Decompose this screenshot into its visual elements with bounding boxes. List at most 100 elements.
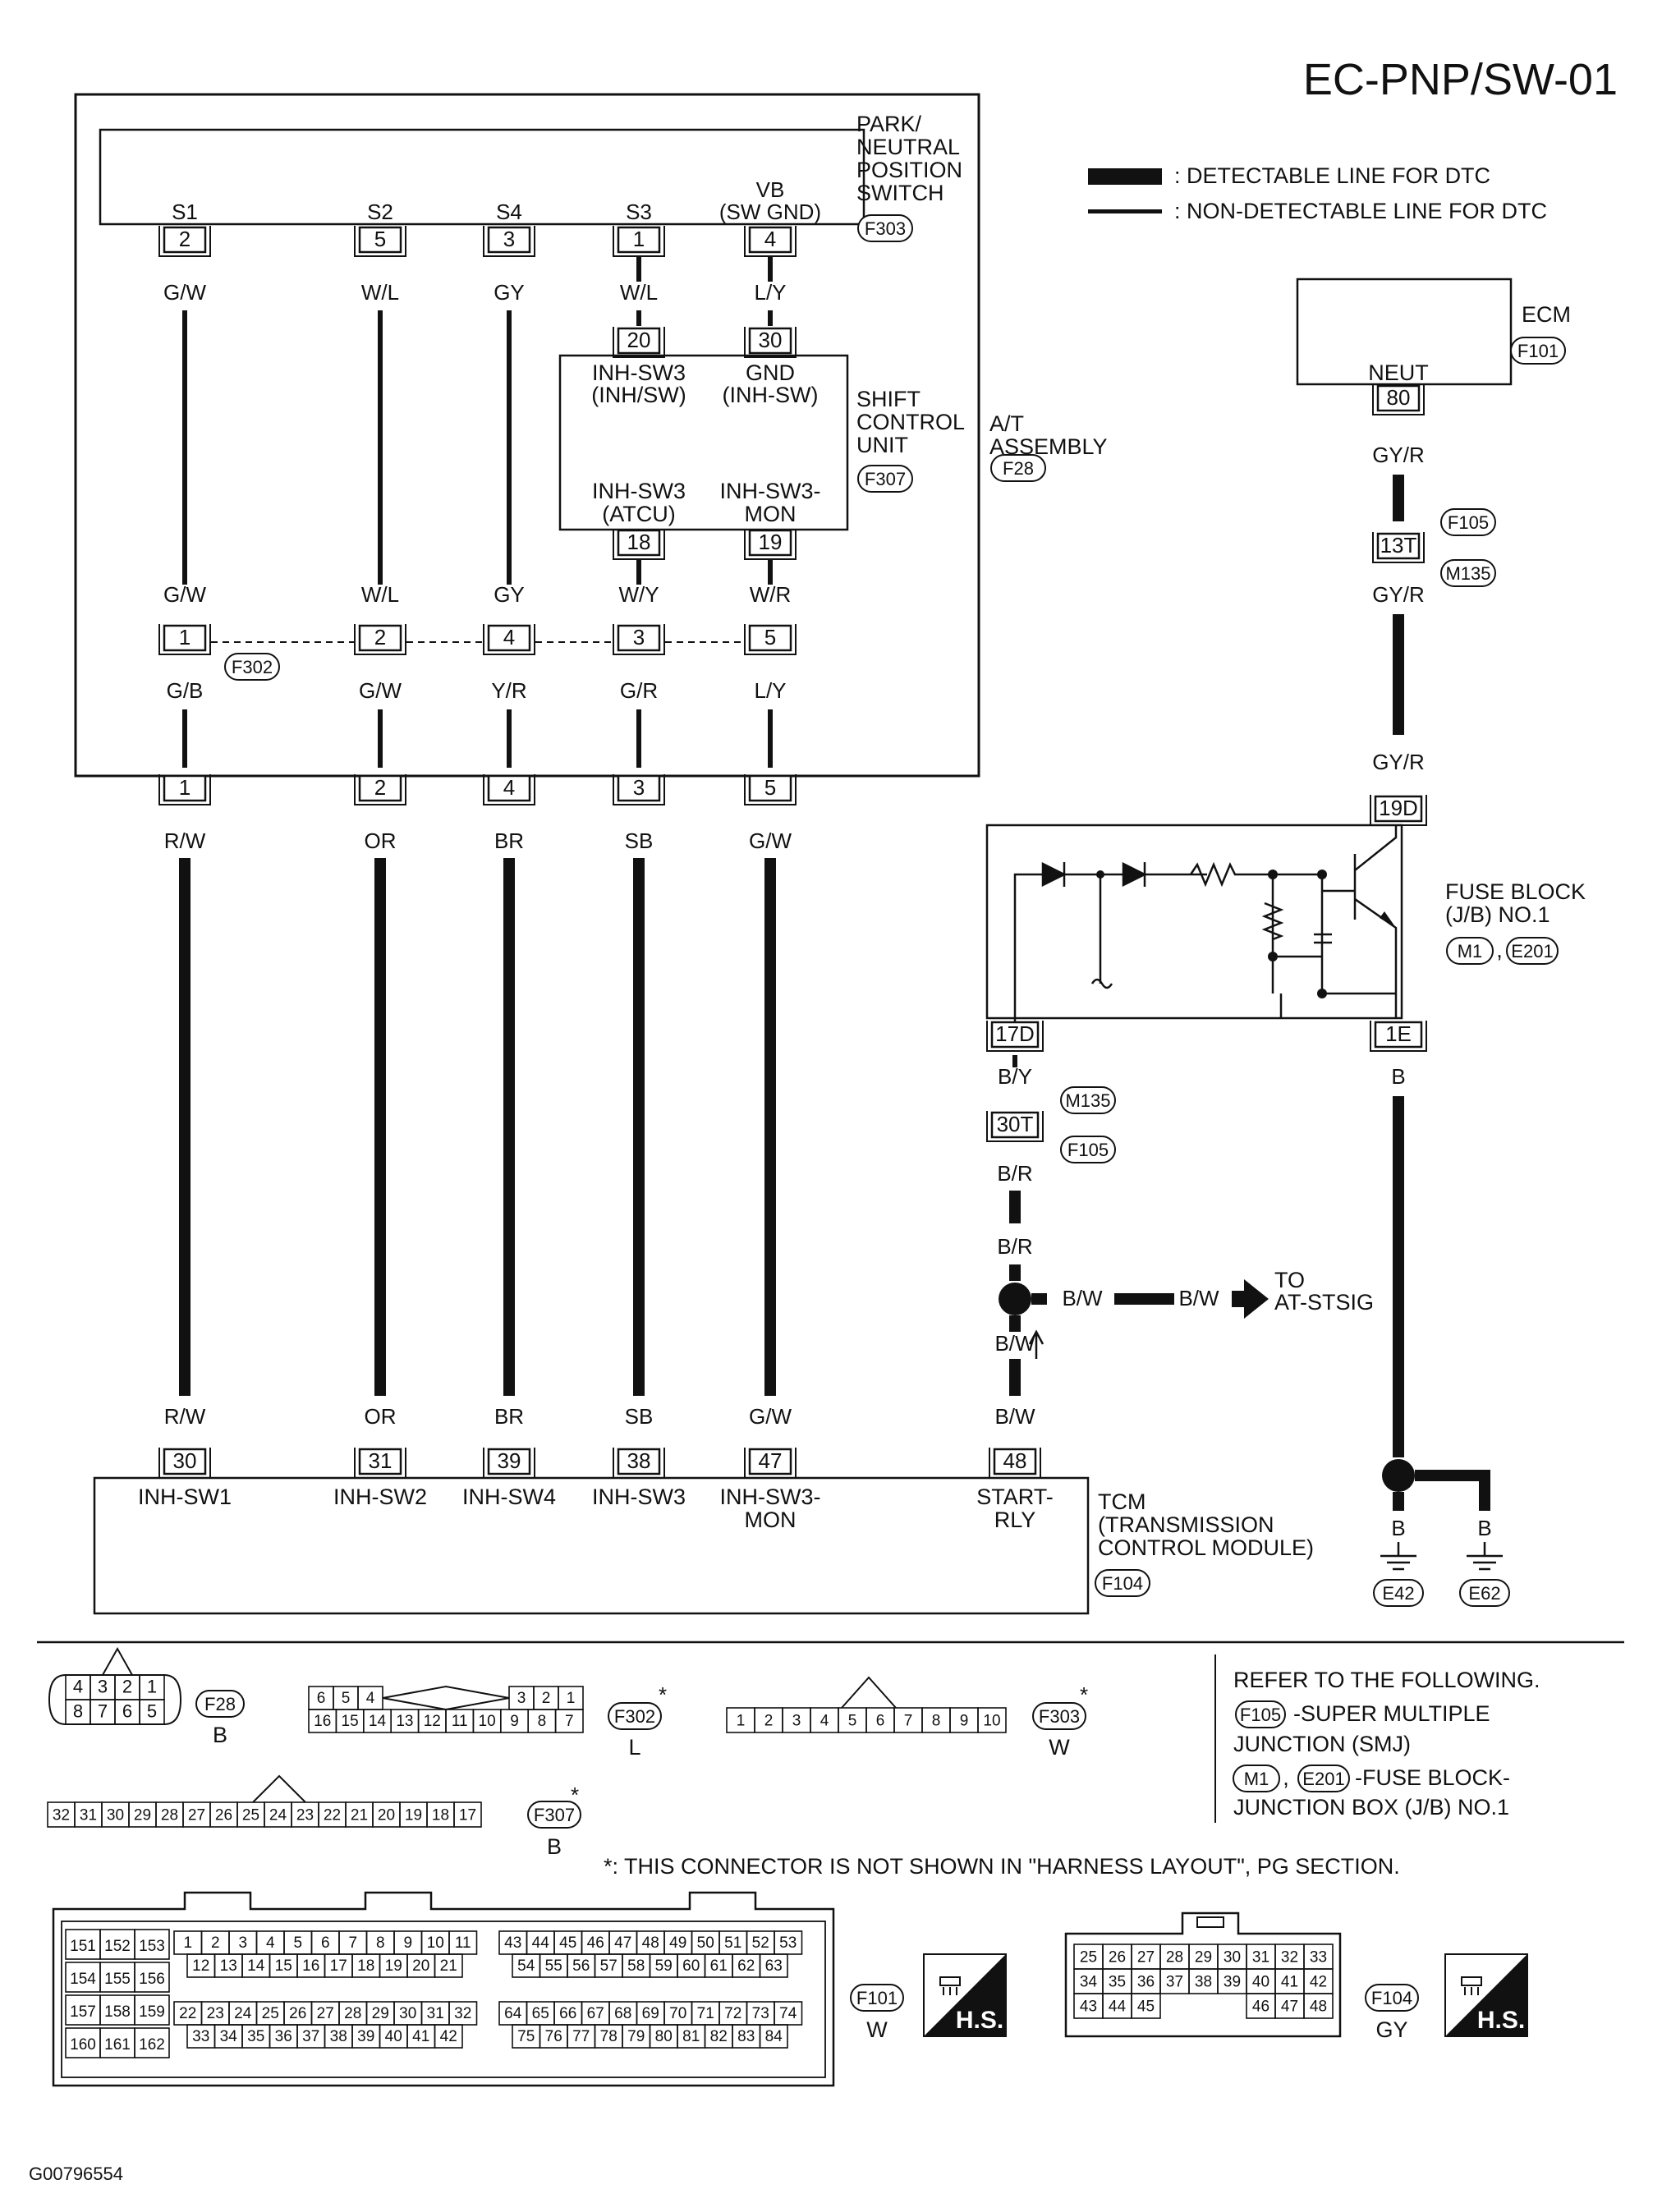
splice-dot [999, 1283, 1031, 1315]
f101-right-r2-pin: 62 [737, 1957, 755, 1975]
ecm-connector-label: F101 [1517, 341, 1559, 361]
smj-f105-label-2-oval [1060, 1136, 1116, 1163]
f101-left-cell [134, 1962, 170, 1993]
f101-left-pin: 153 [139, 1938, 165, 1955]
smj-m135-label-2-oval [1060, 1086, 1116, 1114]
page-title: EC-PNP/SW-01 [1303, 55, 1618, 104]
at-assembly-label-1: A/T [989, 411, 1024, 436]
f101-left-pin: 158 [104, 2003, 131, 2021]
f101-right-r3-pin: 66 [559, 2005, 576, 2022]
f101-left-pin: 156 [139, 1971, 165, 1988]
f101-mid-r2-pin: 17 [330, 1957, 347, 1975]
ground-connector-label: E62 [1468, 1583, 1500, 1604]
f104-r1-pin: 32 [1281, 1949, 1298, 1966]
f101-mid-r1-pin: 6 [321, 1934, 330, 1952]
pnp-terminal-label: S3 [626, 200, 652, 224]
f28-wire-color: SB [625, 828, 654, 853]
f307-pin: 30 [107, 1807, 124, 1824]
f101-mid-r2-pin: 16 [302, 1957, 319, 1975]
refer-m1-text: -FUSE BLOCK- [1355, 1765, 1510, 1790]
f302-wire-in: W/L [361, 582, 399, 607]
smj-f105-label-2: F105 [1067, 1140, 1109, 1160]
f302-pin-bracket [483, 624, 535, 655]
f307-pin: 26 [215, 1807, 232, 1824]
f101-right-r2-pin: 59 [655, 1957, 673, 1975]
shift-control-unit-box [558, 354, 849, 531]
pnp-pin: 3 [503, 227, 515, 251]
f302-pin: 2 [374, 625, 386, 649]
refer-f105-text2: JUNCTION (SMJ) [1233, 1732, 1411, 1756]
at-assembly-connector-oval [990, 454, 1046, 482]
f302-top-left-pin: 6 [317, 1690, 326, 1707]
f104-r1-pin: 26 [1109, 1949, 1126, 1966]
ecm-label: ECM [1522, 302, 1571, 327]
f302-pin-box [617, 624, 661, 652]
f28-view-label: F28 [204, 1694, 236, 1714]
f302-bottom-pin: 16 [314, 1713, 331, 1730]
f28-pin: 2 [374, 775, 386, 800]
f101-mid-r1-pin: 10 [427, 1934, 444, 1952]
tcm-pin: 38 [627, 1448, 651, 1473]
f101-right-r1-pin: 46 [587, 1934, 604, 1952]
tcm-wire-color: G/W [749, 1404, 792, 1429]
f104-r1-pin: 27 [1137, 1949, 1155, 1966]
f28-wire-color: G/W [749, 828, 792, 853]
f101-mid-r3-pin: 32 [454, 2005, 471, 2022]
smj-pin-30t-bracket [986, 1111, 1044, 1142]
f101-mid-r1-pin: 5 [293, 1934, 302, 1952]
f101-mid-r2-pin: 18 [357, 1957, 374, 1975]
f307-pin: 23 [296, 1807, 314, 1824]
hs-badge-f104-label: H.S. [1477, 2007, 1525, 2034]
f303-pin: 2 [764, 1713, 774, 1730]
f101-mid-r3-pin: 25 [262, 2005, 279, 2022]
f101-mid-r2-pin: 21 [440, 1957, 457, 1975]
refer-f105-oval: F105 [1240, 1705, 1281, 1725]
fuse-pin-19d: 19D [1379, 796, 1418, 820]
f104-r1-pin: 30 [1224, 1949, 1241, 1966]
f302-pin: 3 [633, 625, 645, 649]
f302-top-left-pin: 5 [342, 1690, 351, 1707]
fuse-pin-1e-box [1374, 1021, 1423, 1049]
f101-mid-r2-pin: 20 [412, 1957, 429, 1975]
f101-housing [52, 1891, 835, 2087]
f28-top-pin: 3 [98, 1677, 108, 1697]
f303-pin: 8 [932, 1713, 941, 1730]
f101-mid-r2-cell [434, 1953, 463, 1978]
pnp-pin-box [487, 226, 531, 254]
smj-pin-13t-bracket [1372, 532, 1425, 563]
diode-icon [1122, 861, 1147, 888]
f101-right-r4-pin: 84 [765, 2028, 783, 2045]
f28-pin-box [617, 774, 661, 802]
start-wire-color-2: B/R [997, 1234, 1032, 1259]
ground-symbol-icon [1380, 1542, 1416, 1571]
refer-title: REFER TO THE FOLLOWING. [1233, 1668, 1540, 1692]
f101-right-r1-pin: 53 [779, 1934, 797, 1952]
f104-r2-pin: 38 [1195, 1974, 1212, 1991]
f302-wire-out: G/R [620, 678, 658, 703]
tcm-pin-box [748, 1448, 792, 1475]
f307-pin: 17 [459, 1807, 476, 1824]
f28-bottom-pin: 7 [98, 1701, 108, 1722]
tcm-pin-box [163, 1448, 207, 1475]
f101-right-r4-pin: 82 [710, 2028, 728, 2045]
pnp-connector-label-oval [857, 214, 913, 242]
f302-view-color: L [628, 1735, 640, 1760]
junction-dot [1317, 870, 1327, 879]
fuse-comma-placeholder: , [1496, 938, 1503, 962]
f104-r2-pin: 39 [1224, 1974, 1241, 1991]
f28-view-label-oval [195, 1690, 245, 1718]
f307-pin: 21 [351, 1807, 368, 1824]
ground-symbol-icon [1467, 1542, 1503, 1571]
f101-left-cell [134, 1929, 170, 1960]
f28-bottom-pin: 6 [122, 1701, 132, 1722]
f101-left-pin: 162 [139, 2036, 165, 2054]
f303-pin: 1 [737, 1713, 746, 1730]
smj-pin-13t: 13T [1380, 533, 1417, 558]
tcm-connector-label-oval [1095, 1569, 1150, 1597]
tcm-pin-bracket [483, 1448, 535, 1479]
f302-view-label-oval [608, 1702, 662, 1730]
f101-view-label-oval [850, 1984, 904, 2012]
f101-right-r3-pin: 69 [642, 2005, 659, 2022]
tcm-terminal-label: INH-SW4 [462, 1485, 556, 1509]
to-arrow-icon [1232, 1279, 1269, 1319]
